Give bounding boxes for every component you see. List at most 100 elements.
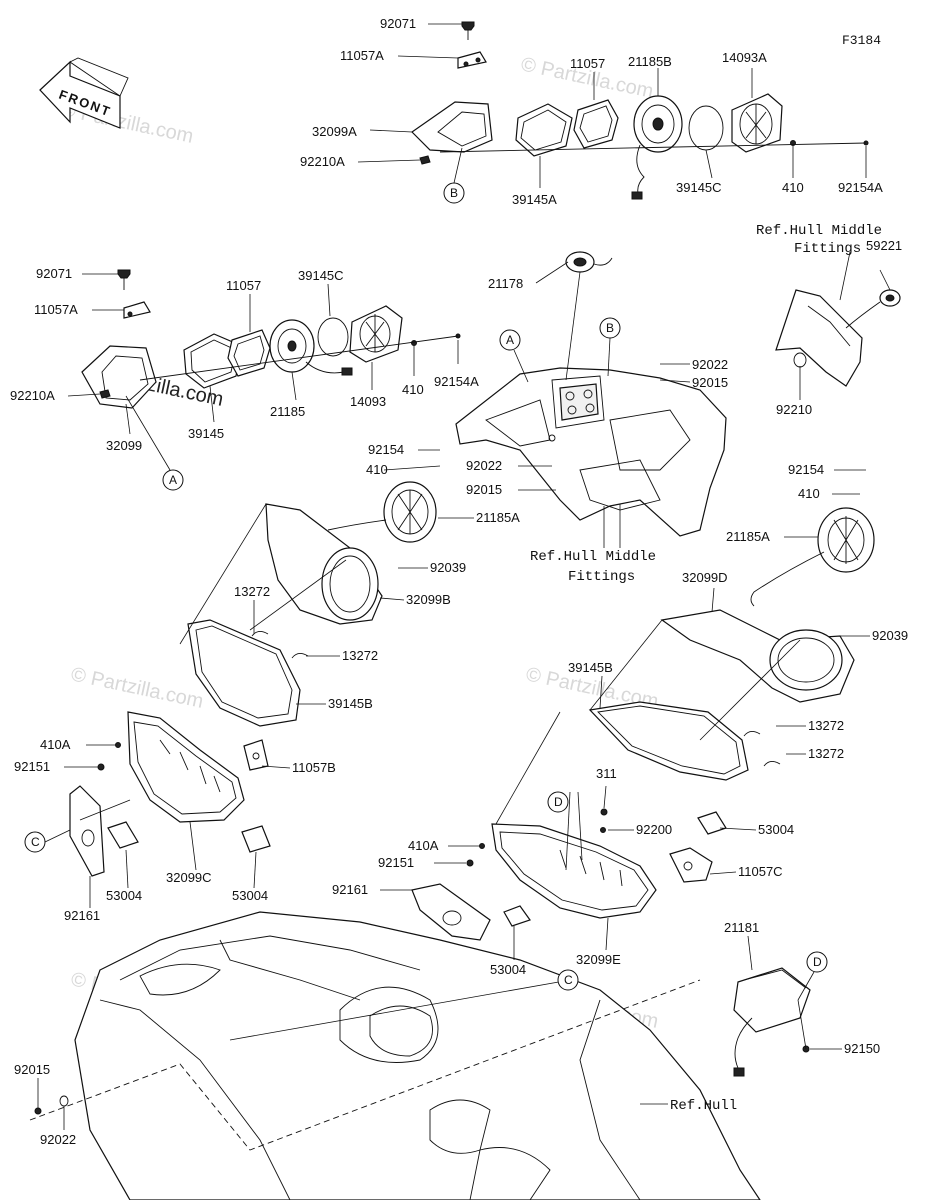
part-label: 53004 bbox=[232, 888, 268, 903]
part-label: 39145C bbox=[298, 268, 344, 283]
callout-letter: B bbox=[606, 321, 614, 335]
callout-A-left: A bbox=[125, 395, 184, 491]
part-labels: 92071 11057A 11057 21185B 14093A 32099A … bbox=[10, 16, 908, 1147]
part-label: 92154 bbox=[788, 462, 824, 477]
amplifier bbox=[733, 967, 811, 1077]
part-label: 21181 bbox=[724, 920, 759, 935]
ref-label: Ref.Hull bbox=[670, 1098, 737, 1114]
part-label: 92015 bbox=[14, 1062, 50, 1077]
right-bracket bbox=[775, 289, 901, 387]
part-label: 53004 bbox=[490, 962, 526, 977]
part-label: 13272 bbox=[234, 584, 270, 599]
part-label: 39145 bbox=[188, 426, 224, 441]
part-label: 92015 bbox=[692, 375, 728, 390]
part-label: 311 bbox=[596, 766, 617, 781]
part-label: 32099C bbox=[166, 870, 212, 885]
ref-label: Ref.Hull Middle bbox=[530, 549, 656, 565]
part-label: 21185B bbox=[628, 54, 672, 69]
reference-labels: Ref.Hull Middle Fittings Ref.Hull Middle… bbox=[530, 223, 882, 1114]
part-label: 13272 bbox=[342, 648, 378, 663]
part-label: 92150 bbox=[844, 1041, 880, 1056]
part-label: 21185A bbox=[726, 529, 770, 544]
ref-label: Fittings bbox=[794, 241, 861, 257]
part-label: 92154A bbox=[434, 374, 479, 389]
part-label: 92039 bbox=[872, 628, 908, 643]
part-label: 92154A bbox=[838, 180, 883, 195]
part-label: 32099D bbox=[682, 570, 728, 585]
part-label: 11057B bbox=[292, 760, 336, 775]
part-label: 92039 bbox=[430, 560, 466, 575]
part-label: 92154 bbox=[368, 442, 404, 457]
part-label: 410 bbox=[782, 180, 804, 195]
part-label: 21185A bbox=[476, 510, 520, 525]
part-label: 53004 bbox=[758, 822, 794, 837]
part-label: 14093 bbox=[350, 394, 386, 409]
part-label: 39145A bbox=[512, 192, 557, 207]
left-speaker-assembly bbox=[81, 269, 461, 409]
part-label: 32099B bbox=[406, 592, 451, 607]
part-label: 410 bbox=[402, 382, 424, 397]
part-label: 92210A bbox=[300, 154, 345, 169]
part-label: 59221 bbox=[866, 238, 902, 253]
deck-console bbox=[455, 251, 727, 537]
callout-letter: C bbox=[31, 835, 40, 849]
part-label: 410A bbox=[40, 737, 71, 752]
part-label: 53004 bbox=[106, 888, 142, 903]
part-label: 21178 bbox=[488, 276, 523, 291]
part-label: 14093A bbox=[722, 50, 767, 65]
callout-letter: D bbox=[554, 795, 563, 809]
watermark: © Partzilla.com bbox=[69, 663, 205, 713]
part-label: 92022 bbox=[692, 357, 728, 372]
callout-letter: C bbox=[564, 973, 573, 987]
part-label: 32099A bbox=[312, 124, 357, 139]
callout-C-left: C bbox=[24, 799, 131, 853]
part-label: 92161 bbox=[64, 908, 100, 923]
callout-A-top: A bbox=[499, 329, 529, 383]
part-label: 92071 bbox=[380, 16, 416, 31]
part-label: 13272 bbox=[808, 718, 844, 733]
front-arrow-icon: FRONT bbox=[39, 57, 129, 129]
part-label: 32099 bbox=[106, 438, 142, 453]
part-label: 92210A bbox=[10, 388, 55, 403]
callout-B-top: B bbox=[599, 317, 621, 377]
figure-code: F3184 bbox=[842, 33, 881, 48]
part-label: 39145C bbox=[676, 180, 722, 195]
callout-letter: A bbox=[506, 333, 514, 347]
callout-B-mid: B bbox=[443, 147, 465, 204]
part-label: 11057C bbox=[738, 864, 783, 879]
hull bbox=[29, 911, 761, 1200]
part-label: 92151 bbox=[378, 855, 414, 870]
top-speaker-assembly bbox=[411, 21, 869, 200]
part-label: 11057A bbox=[340, 48, 384, 63]
part-label: 92015 bbox=[466, 482, 502, 497]
part-label: 92022 bbox=[466, 458, 502, 473]
part-label: 39145B bbox=[568, 660, 613, 675]
part-label: 11057A bbox=[34, 302, 78, 317]
part-label: 410A bbox=[408, 838, 439, 853]
part-label: 21185 bbox=[270, 404, 305, 419]
part-label: 92071 bbox=[36, 266, 72, 281]
callout-C-bottom: C bbox=[557, 969, 579, 991]
callout-letter: A bbox=[169, 473, 177, 487]
right-speaker-panel bbox=[411, 507, 875, 941]
part-label: 92200 bbox=[636, 822, 672, 837]
part-label: 11057 bbox=[570, 56, 605, 71]
callout-letter: B bbox=[450, 186, 458, 200]
label-leaders bbox=[37, 23, 891, 1130]
part-label: 92210 bbox=[776, 402, 812, 417]
part-label: 92151 bbox=[14, 759, 50, 774]
ref-label: Fittings bbox=[568, 569, 635, 585]
callout-D-mid: D bbox=[547, 791, 569, 813]
left-speaker-panel bbox=[69, 481, 437, 877]
part-label: 32099E bbox=[576, 952, 621, 967]
part-label: 92022 bbox=[40, 1132, 76, 1147]
part-label: 13272 bbox=[808, 746, 844, 761]
part-label: 92161 bbox=[332, 882, 368, 897]
ref-label: Ref.Hull Middle bbox=[756, 223, 882, 239]
part-label: 410 bbox=[798, 486, 820, 501]
part-label: 410 bbox=[366, 462, 388, 477]
callout-D-right: D bbox=[797, 951, 828, 1050]
part-label: 11057 bbox=[226, 278, 261, 293]
callout-letter: D bbox=[813, 955, 822, 969]
